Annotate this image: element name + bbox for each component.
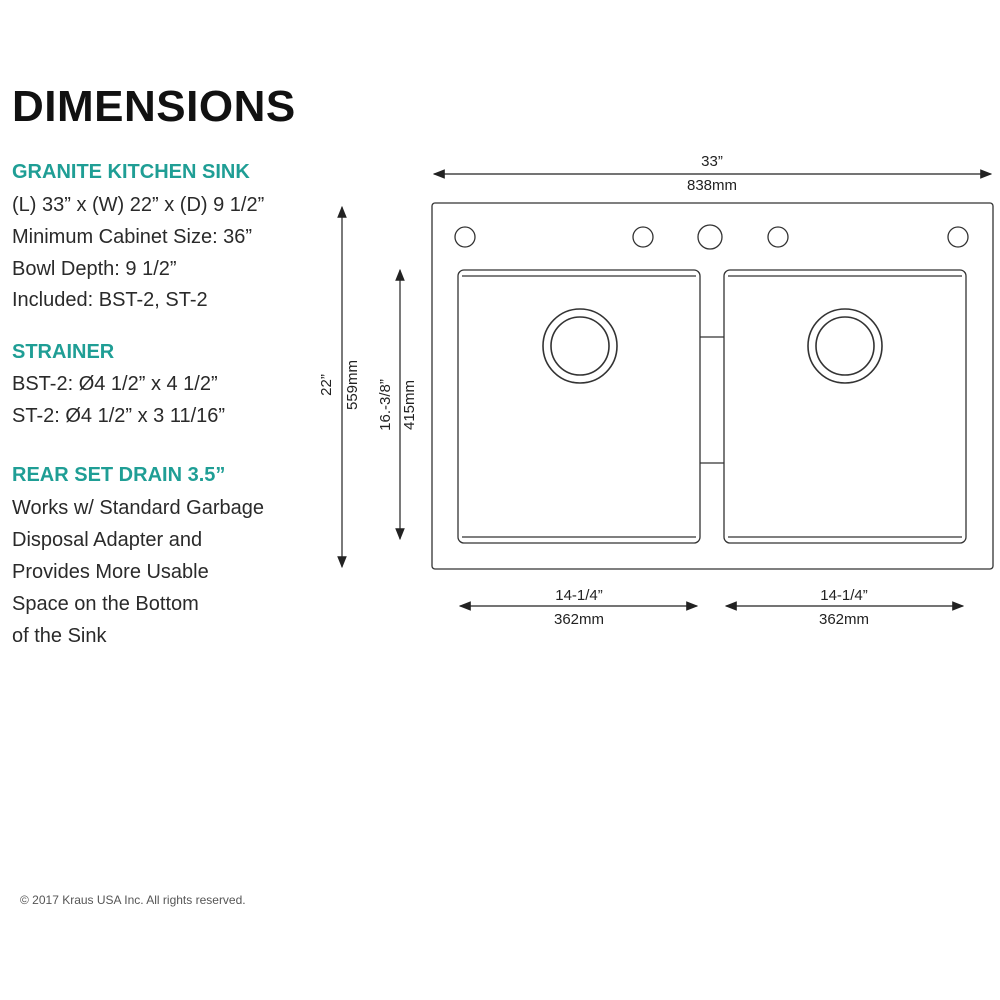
depth-in-label: 22” [318, 374, 335, 396]
sink-outline [431, 202, 994, 570]
page-title: DIMENSIONS [12, 82, 296, 131]
section-heading-sink: GRANITE KITCHEN SINK [12, 161, 250, 183]
faucet-hole [454, 226, 476, 248]
spec-line: (L) 33” x (W) 22” x (D) 9 1/2” [12, 194, 265, 216]
bowl-depth-mm-label: 415mm [401, 380, 418, 430]
left-drain-outer [542, 308, 618, 384]
right-bowl [723, 269, 967, 544]
faucet-hole [697, 224, 723, 250]
right-bowl-in-label: 14-1/4” [820, 587, 868, 604]
spec-line: Works w/ Standard Garbage [12, 497, 264, 519]
width-in-label: 33” [701, 153, 723, 170]
spec-line: Disposal Adapter and [12, 529, 203, 551]
bowl-depth-in-label: 16.-3/8” [377, 379, 394, 431]
spec-line: Provides More Usable [12, 561, 209, 583]
spec-line: Space on the Bottom [12, 593, 199, 615]
depth-mm-label: 559mm [344, 360, 361, 410]
section-heading-strainer: STRAINER [12, 341, 115, 363]
section-heading-drain: REAR SET DRAIN 3.5” [12, 464, 226, 486]
width-mm-label: 838mm [687, 177, 737, 194]
spec-line: Minimum Cabinet Size: 36” [12, 226, 253, 248]
spec-line: Included: BST-2, ST-2 [12, 289, 208, 311]
spec-line: Bowl Depth: 9 1/2” [12, 258, 177, 280]
right-drain-outer [807, 308, 883, 384]
spec-line: ST-2: Ø4 1/2” x 3 11/16” [12, 405, 226, 427]
faucet-hole [947, 226, 969, 248]
copyright: © 2017 Kraus USA Inc. All rights reserve… [20, 893, 246, 907]
faucet-hole [767, 226, 789, 248]
spec-line: BST-2: Ø4 1/2” x 4 1/2” [12, 373, 218, 395]
left-bowl-in-label: 14-1/4” [555, 587, 603, 604]
faucet-hole [632, 226, 654, 248]
right-bowl-mm-label: 362mm [819, 611, 869, 628]
left-bowl [457, 269, 701, 544]
spec-line: of the Sink [12, 625, 107, 647]
left-bowl-mm-label: 362mm [554, 611, 604, 628]
right-drain-inner [815, 316, 875, 376]
left-drain-inner [550, 316, 610, 376]
